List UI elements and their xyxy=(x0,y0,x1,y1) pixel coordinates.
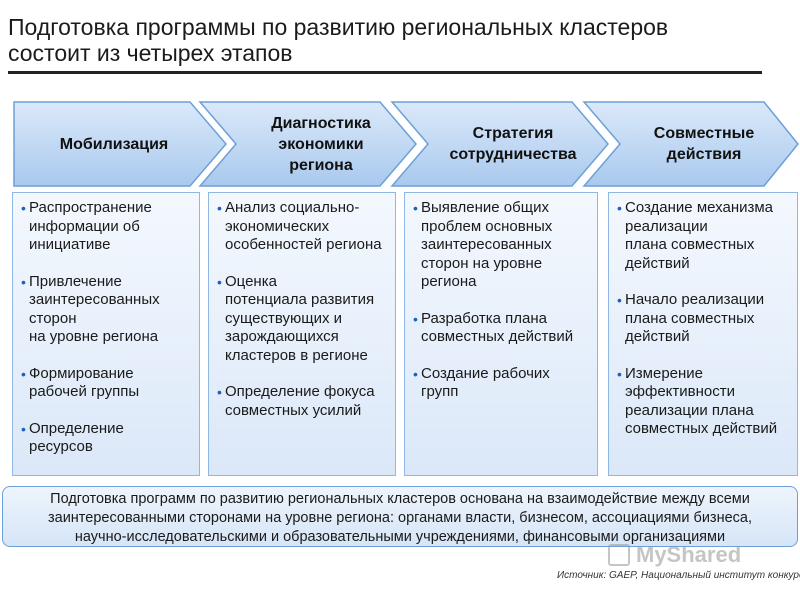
list-item: •Оценка потенциала развития существующих… xyxy=(217,272,375,364)
stage-label-joint-actions: Совместные действия xyxy=(653,125,755,163)
list-item: •Выявление общих проблем основных заинте… xyxy=(413,199,553,290)
stage-column-diagnostics: •Анализ социально- экономических особенн… xyxy=(208,192,396,476)
list-item: •Измерение эффективности реализации план… xyxy=(617,364,778,438)
summary-line-3: научно-исследовательскими и образователь… xyxy=(74,529,726,545)
list-item: •Распространение информации об инициатив… xyxy=(21,199,152,253)
title-divider xyxy=(8,71,762,74)
list-item: •Создание рабочих групп xyxy=(413,364,550,401)
list-item: •Анализ социально- экономических особенн… xyxy=(217,199,382,253)
stage-arrow-1 xyxy=(13,101,227,187)
stage-column-strategy: •Выявление общих проблем основных заинте… xyxy=(404,192,598,476)
stage-label-strategy: Стратегия сотрудничества xyxy=(449,125,577,163)
summary-line-2: заинтересованными сторонами на уровне ре… xyxy=(47,510,752,526)
list-item: •Создание механизма реализации плана сов… xyxy=(617,199,774,272)
list-item: •Определение фокуса совместных усилий xyxy=(217,383,375,419)
title-line-2: состоит из четырех этапов xyxy=(8,40,293,66)
summary-box: Подготовка программ по развитию регионал… xyxy=(2,486,798,547)
watermark-logo-icon xyxy=(608,544,630,566)
list-item: •Привлечение заинтересованных сторон на … xyxy=(21,272,160,346)
stage-label-diagnostics: Диагностика экономики региона xyxy=(271,114,371,174)
stage-column-mobilization: •Распространение информации об инициатив… xyxy=(12,192,200,476)
stage-arrow-3 xyxy=(390,101,609,187)
stage-label-mobilization: Мобилизация xyxy=(59,135,169,153)
list-item: •Начало реализации плана совместных дейс… xyxy=(617,291,765,345)
summary-line-1: Подготовка программ по развитию регионал… xyxy=(50,491,750,507)
stage-arrow-4 xyxy=(582,101,799,187)
list-item: •Разработка плана совместных действий xyxy=(413,309,574,346)
stage-arrows xyxy=(13,101,799,187)
stage-arrow-2 xyxy=(198,101,417,187)
source-note: Источник: GAEP, Национальный институт ко… xyxy=(557,570,800,581)
stage-column-joint-actions: •Создание механизма реализации плана сов… xyxy=(608,192,798,476)
title-line-1: Подготовка программы по развитию региона… xyxy=(8,14,669,40)
list-item: •Формирование рабочей группы xyxy=(21,364,140,401)
page-title: Подготовка программы по развитию региона… xyxy=(8,14,768,66)
list-item: •Определение ресурсов xyxy=(21,419,124,456)
